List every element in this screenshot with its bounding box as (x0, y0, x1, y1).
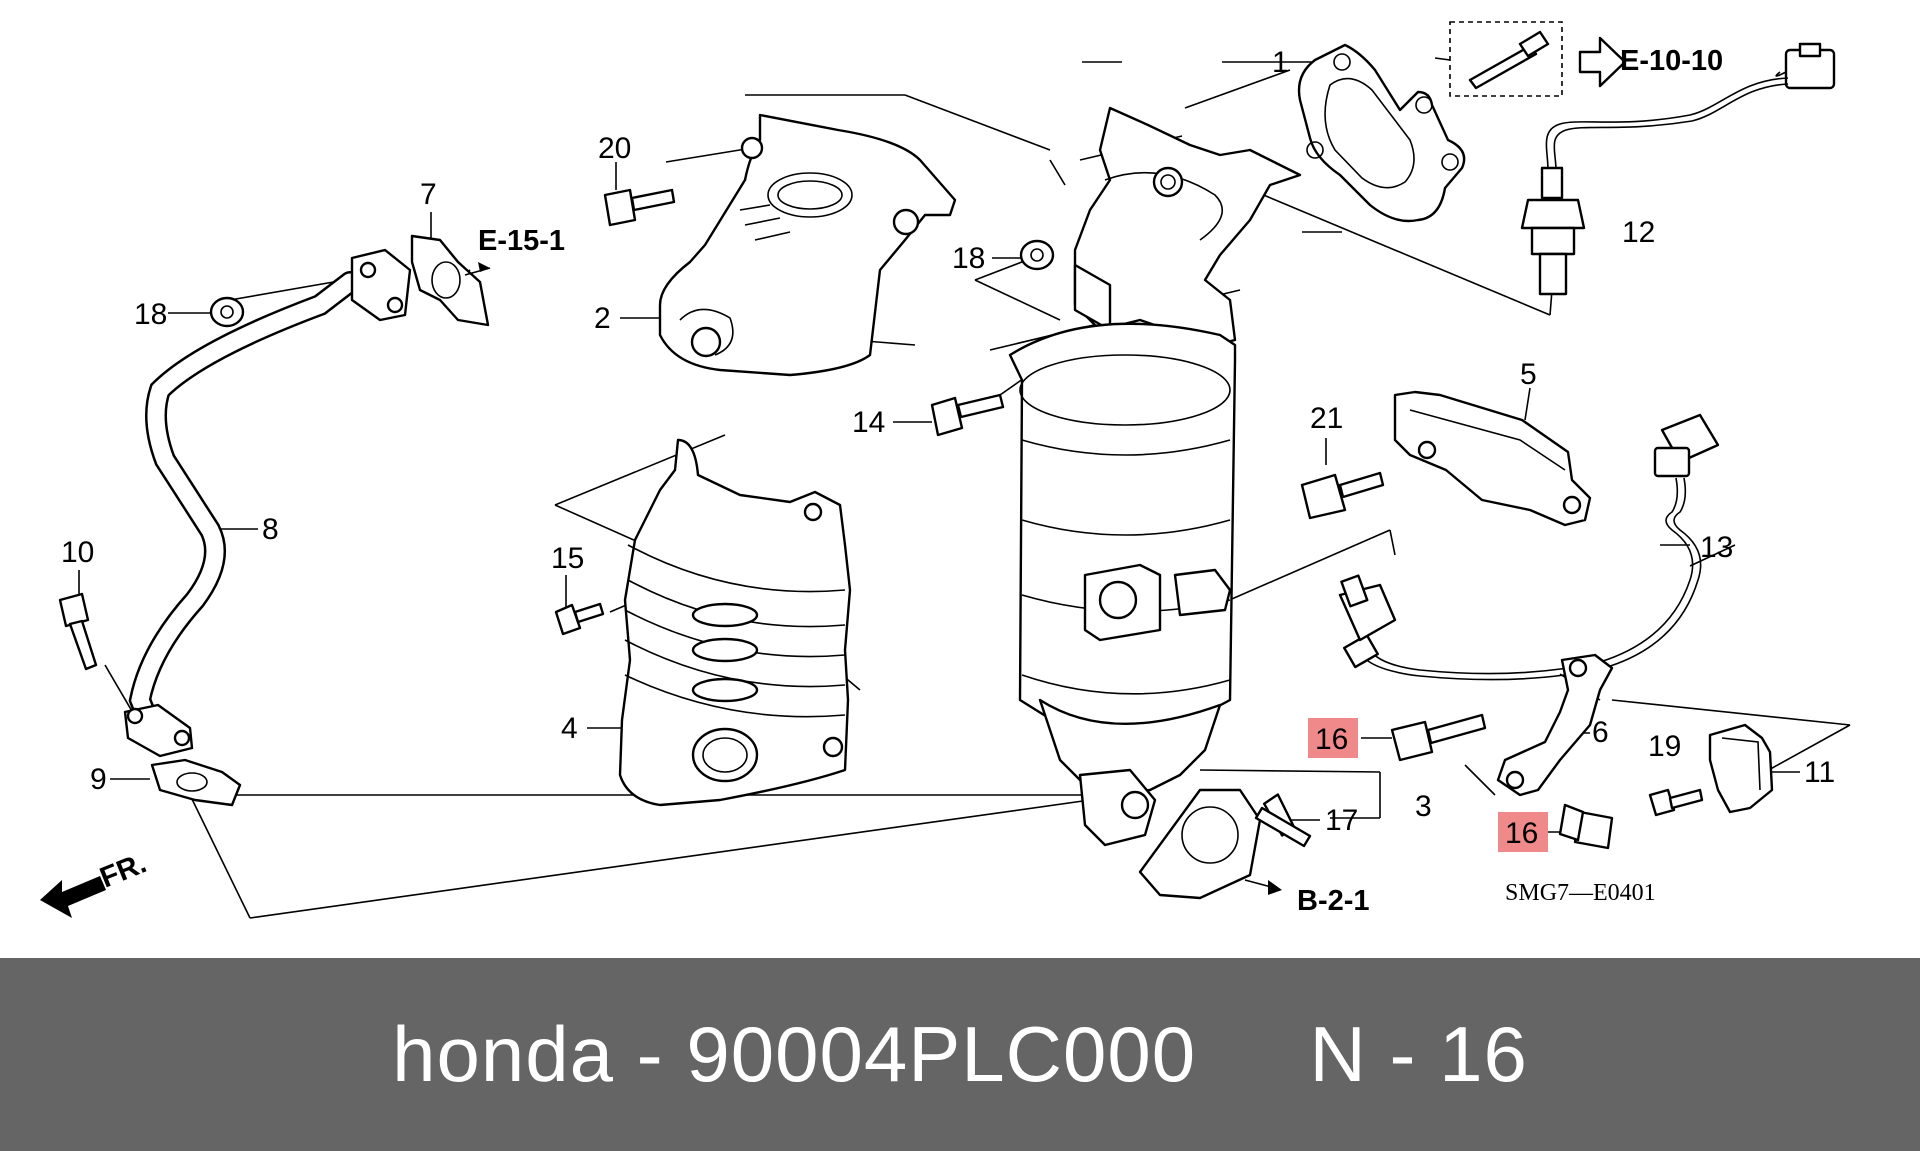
ref-e-10-10: E-10-10 (1620, 45, 1723, 77)
footer-position: N - 16 (1309, 1010, 1528, 1098)
callout-16-lower: 16 (1505, 817, 1538, 850)
callout-17: 17 (1325, 804, 1358, 837)
callout-12: 12 (1622, 216, 1655, 249)
footer-brand: honda (392, 1010, 615, 1098)
callout-21: 21 (1310, 402, 1343, 435)
callout-6: 6 (1592, 716, 1609, 749)
callout-15: 15 (551, 542, 584, 575)
callout-18-upper: 18 (952, 242, 985, 275)
part-6-stay-bracket (1496, 653, 1614, 797)
callout-11: 11 (1804, 756, 1835, 789)
callout-7: 7 (420, 178, 437, 211)
part-4-lower-heat-shield (618, 438, 852, 807)
part-11-clamp (1708, 723, 1774, 814)
callout-2: 2 (594, 302, 611, 335)
callout-14: 14 (852, 406, 885, 439)
front-label: FR. (96, 847, 151, 894)
leader-lines (78, 57, 1851, 919)
highlight-box-16-lower (1498, 812, 1548, 852)
part-9-gasket (150, 758, 242, 807)
exploded-parts-diagram: 1 2 3 4 5 6 7 8 9 10 11 12 13 14 15 16 1… (40, 21, 1851, 919)
reference-arrows (464, 262, 1282, 895)
part-13-oxygen-sensor (1338, 413, 1720, 681)
callout-18-left: 18 (134, 298, 167, 331)
part-5-bracket (1393, 390, 1592, 527)
callout-3: 3 (1415, 790, 1432, 823)
callout-labels: 1 2 3 4 5 6 7 8 9 10 11 12 13 14 15 16 1… (61, 46, 1835, 850)
callout-8: 8 (262, 513, 279, 546)
footer-bar: honda - 90004PLC000 N - 16 (0, 958, 1920, 1151)
front-arrow-icon (40, 876, 106, 918)
callout-10: 10 (61, 536, 94, 569)
ref-b-2-1: B-2-1 (1297, 885, 1370, 917)
callout-9: 9 (90, 763, 107, 796)
part-7-gasket (410, 234, 490, 327)
footer-part-number: 90004PLC000 (686, 1010, 1197, 1098)
part-8-pipe (123, 248, 412, 758)
callout-1: 1 (1272, 46, 1289, 79)
part-1-gasket (1297, 43, 1466, 223)
fasteners (58, 188, 1704, 850)
callout-20: 20 (598, 132, 631, 165)
callout-16-upper: 16 (1315, 723, 1348, 756)
part-2-upper-heat-shield (658, 113, 957, 377)
ref-e-15-1: E-15-1 (478, 225, 565, 257)
callout-4: 4 (561, 712, 578, 745)
stud-detail-box (1449, 21, 1627, 97)
drawing-code: SMG7—E0401 (1505, 880, 1656, 906)
highlight-box-16-upper (1308, 718, 1358, 758)
callout-19: 19 (1648, 730, 1681, 763)
callout-5: 5 (1520, 358, 1537, 391)
footer-separator: - (614, 1010, 687, 1098)
part-3-catalytic-converter (1008, 106, 1302, 900)
footer-gap (1196, 1009, 1309, 1100)
part-12-oxygen-sensor (1520, 42, 1836, 296)
callout-13: 13 (1700, 531, 1733, 564)
